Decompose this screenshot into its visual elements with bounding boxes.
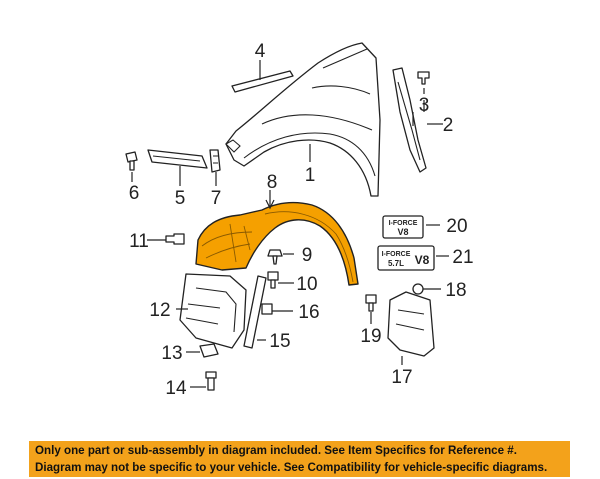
callout-21: 21: [452, 247, 473, 268]
notice-line-2: Diagram may not be specific to your vehi…: [35, 461, 548, 474]
trim-strip-part: [231, 70, 294, 93]
bolt-part-10: [267, 271, 279, 289]
callout-16: 16: [298, 302, 319, 323]
bolt-part-11: [165, 233, 185, 245]
screw-part-16: [261, 303, 273, 315]
callout-11: 11: [129, 231, 149, 252]
callout-10: 10: [296, 274, 317, 295]
callout-7: 7: [211, 188, 222, 209]
callout-5: 5: [175, 188, 186, 209]
callout-3: 3: [419, 95, 430, 116]
callout-9: 9: [302, 245, 313, 266]
parts-diagram: I-FORCE V8 I-FORCE 5.7L V8: [125, 41, 474, 399]
notice-line-1: Only one part or sub-assembly in diagram…: [35, 444, 517, 457]
callout-6: 6: [129, 183, 140, 204]
leader-lines: [131, 60, 449, 388]
emblem-20-line2: V8: [397, 227, 408, 237]
bolt-part-14: [205, 371, 217, 391]
callout-14: 14: [165, 378, 187, 399]
emblem-20-line1: I-FORCE: [389, 220, 418, 227]
clip-part-3: [417, 71, 430, 85]
bolt-part-6: [125, 151, 138, 171]
bolt-part-19: [365, 294, 377, 312]
notice-banner: Only one part or sub-assembly in diagram…: [29, 441, 570, 477]
callout-13: 13: [161, 343, 182, 364]
callout-1: 1: [305, 165, 316, 186]
seal-strip-part: [243, 275, 267, 349]
callout-18: 18: [445, 280, 466, 301]
bracket-part-5: [147, 149, 208, 169]
callout-20: 20: [446, 216, 467, 237]
emblem-21-line3: V8: [415, 253, 430, 267]
front-fender-part: [225, 42, 381, 197]
callout-19: 19: [360, 326, 381, 347]
callout-12: 12: [149, 300, 170, 321]
bracket-part-7: [209, 149, 221, 173]
emblem-21-line2: 5.7L: [388, 259, 404, 268]
splash-shield-part: [179, 273, 247, 349]
emblem-part-20: I-FORCE V8: [382, 215, 424, 239]
callout-4: 4: [255, 41, 266, 62]
callout-2: 2: [443, 115, 454, 136]
fender-liner-highlighted-part: [195, 201, 359, 286]
callout-numbers: 4 3 2 1 6 5 7 8 11 9 10 12 16 15 13 14 2…: [129, 41, 474, 399]
retainer-part-9: [267, 249, 283, 265]
callout-17: 17: [391, 367, 412, 388]
screw-part-18: [412, 283, 424, 295]
fender-side-seal-part: [392, 67, 427, 173]
callout-8: 8: [267, 172, 278, 193]
emblem-part-21: I-FORCE 5.7L V8: [377, 245, 435, 271]
callout-15: 15: [269, 331, 290, 352]
mud-flap-part: [387, 291, 435, 357]
clip-part-13: [199, 343, 219, 358]
emblem-21-line1: I-FORCE: [382, 251, 411, 258]
